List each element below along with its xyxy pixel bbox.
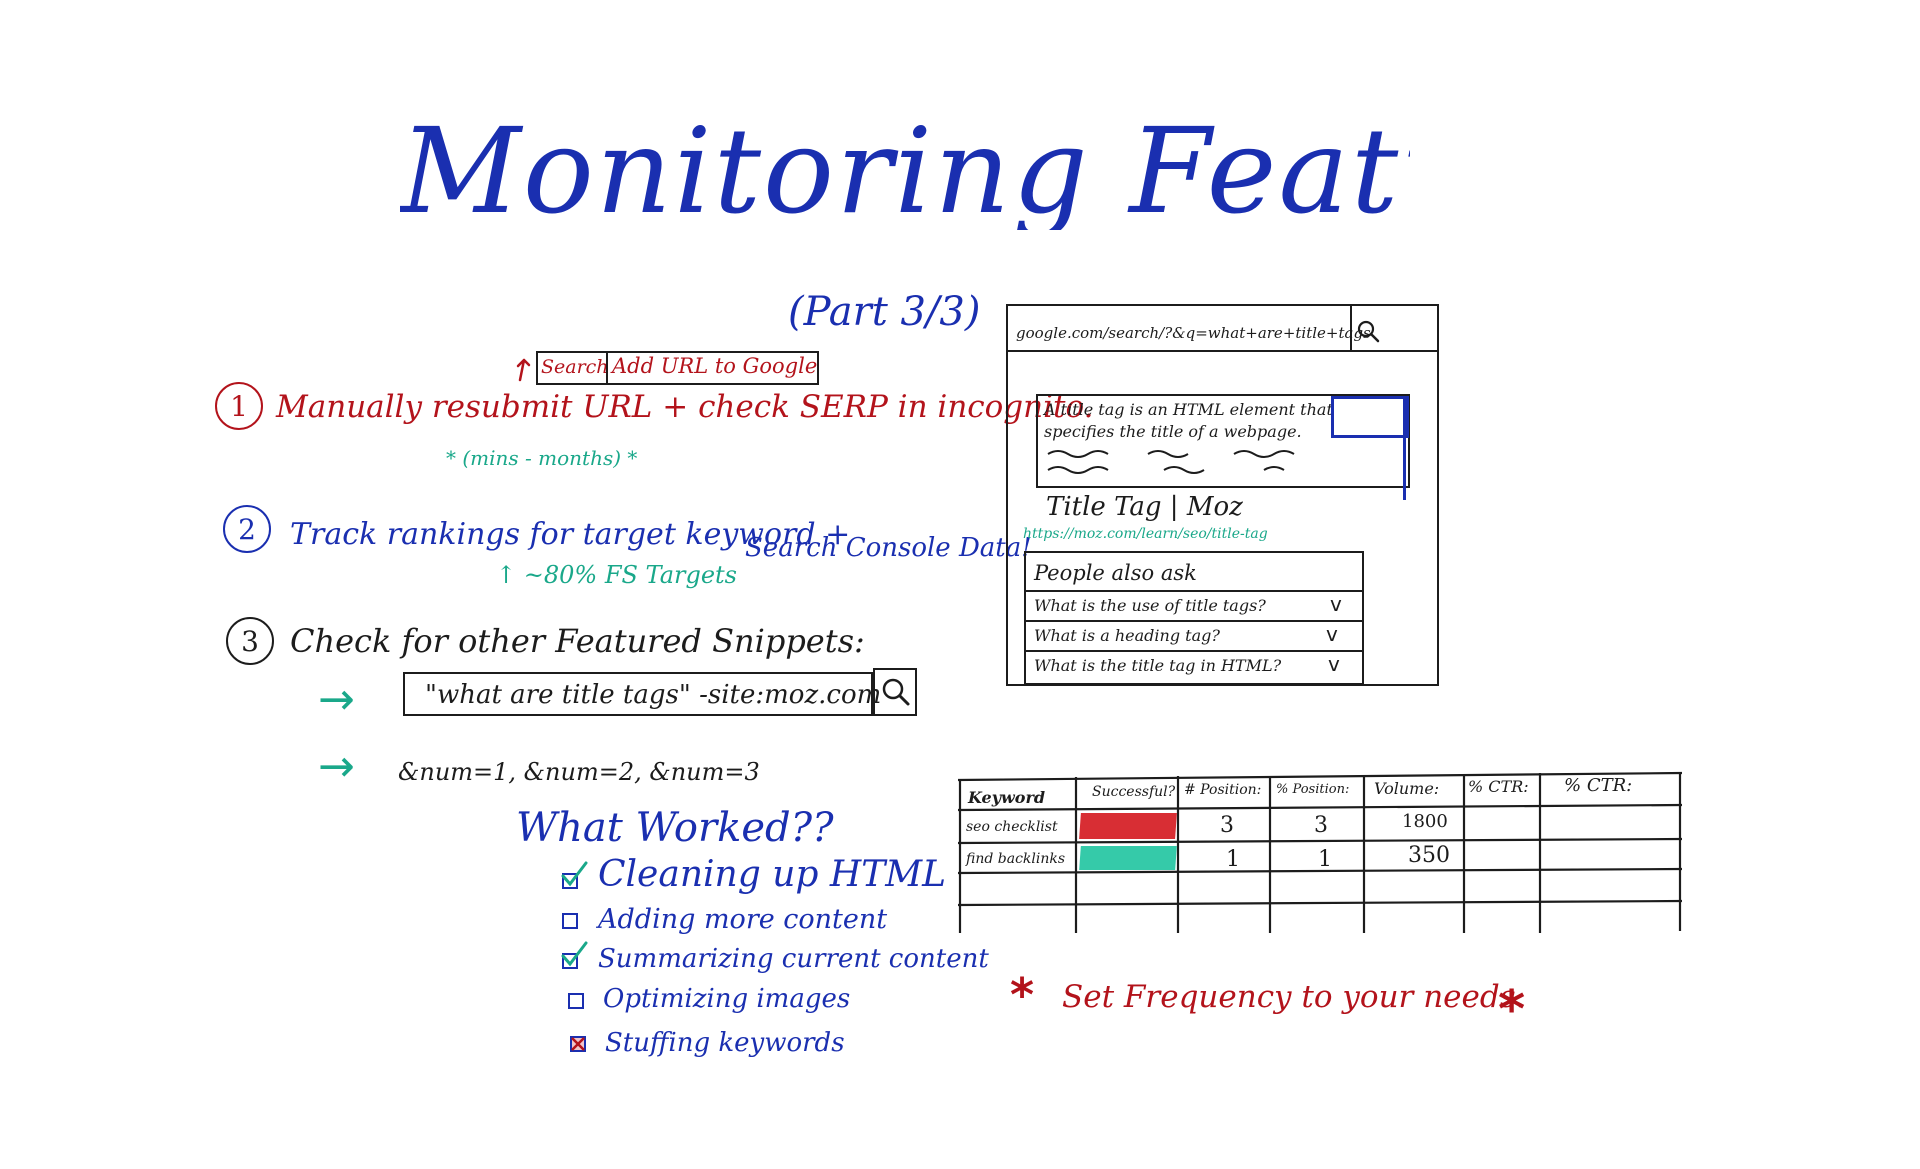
table-row-1-keyword: seo checklist [966,819,1058,835]
paa-divider-2 [1024,620,1364,622]
step-3-arrow-2: → [318,741,355,792]
footer-note-text: Set Frequency to your needs. [1062,979,1526,1015]
table-header-ctr-1: % CTR: [1468,777,1529,796]
footer-star-left: * [1010,968,1035,1022]
paa-item-3[interactable]: What is the title tag in HTML? [1034,656,1282,675]
gsc-tab-divider [606,351,608,385]
serp-result-title[interactable]: Title Tag | Moz [1046,492,1243,522]
step-2-number: 2 [223,505,271,553]
snippet-image-placeholder [1331,396,1409,438]
checkbox-summarizing [562,953,578,969]
table-row-1-volume: 1800 [1402,811,1448,832]
step-1-number: 1 [215,382,263,430]
board-title: Monitoring Featured Snippets [400,112,1410,230]
cross-mark-icon [571,1037,585,1051]
table-row-2-position-1: 1 [1226,847,1240,872]
board-subtitle: (Part 3/3) [788,289,981,335]
table-row-2-keyword: find backlinks [966,851,1066,867]
search-query-box[interactable] [403,672,873,716]
step-2-text: Track rankings for target keyword + [290,517,851,552]
chevron-down-icon[interactable]: v [1328,652,1340,676]
paa-divider-3 [1024,650,1364,652]
what-worked-item-4: Optimizing images [603,984,851,1014]
gsc-tab-box [536,351,819,385]
step-3-number-text: 3 [241,624,259,658]
paa-divider-1 [1024,590,1364,592]
what-worked-item-5: Stuffing keywords [605,1028,845,1058]
check-mark-icon [561,861,588,887]
table-grid-lines [958,771,1682,933]
footer-star-right: * [1498,980,1526,1040]
table-header-successful: Successful? [1092,784,1176,800]
serp-result-url[interactable]: https://moz.com/learn/seo/title-tag [1023,526,1268,542]
table-header-ctr-2: % CTR: [1564,775,1633,796]
what-worked-item-1: Cleaning up HTML [598,854,947,895]
chevron-down-icon[interactable]: v [1330,592,1342,616]
chevron-down-icon[interactable]: v [1326,622,1338,646]
search-button[interactable] [873,668,917,716]
gsc-pointer-arrow-icon [516,358,531,382]
table-row-1-position-1: 3 [1220,813,1234,838]
step-3-params: &num=1, &num=2, &num=3 [398,758,760,786]
gsc-tab-search: Search [541,356,609,378]
step-3-arrow-1: → [318,674,355,725]
step-2-number-text: 2 [238,512,256,546]
paa-heading: People also ask [1034,561,1197,585]
what-worked-heading: What Worked?? [516,805,834,851]
step-1-note: * (mins - months) * [446,446,638,470]
step-2-text-extra: Search Console Data! [745,533,1032,563]
step-2-note: ↑ ~80% FS Targets [496,561,737,589]
serp-url-divider [1008,350,1437,352]
table-row-1-status [1079,813,1177,839]
table-row-1-position-2: 3 [1314,813,1328,838]
step-3-number: 3 [226,617,274,665]
paa-item-2[interactable]: What is a heading tag? [1034,626,1220,645]
table-header-position-1: # Position: [1184,782,1262,798]
snippet-line-2: specifies the title of a webpage. [1044,422,1302,441]
table-header-volume: Volume: [1374,779,1440,798]
paa-box [1024,551,1364,685]
step-1-text: Manually resubmit URL + check SERP in in… [276,389,1094,425]
check-mark-icon [561,941,588,967]
table-row-2-position-2: 1 [1318,847,1332,872]
table-header-position-2: % Position: [1276,782,1350,797]
table-header-keyword: Keyword [968,788,1046,807]
search-query-text: "what are title tags" -site:moz.com [425,680,882,710]
snippet-image-border-line [1403,396,1406,500]
search-magnifier-icon [882,678,910,706]
table-row-2-status [1079,846,1177,870]
serp-window [1006,304,1439,686]
snippet-squiggle-lines [1047,450,1295,474]
step-1-number-text: 1 [230,389,248,423]
serp-search-divider [1350,306,1352,350]
paa-item-1[interactable]: What is the use of title tags? [1034,596,1266,615]
serp-search-icon[interactable] [1355,318,1381,344]
snippet-line-1: A title tag is an HTML element that [1044,400,1333,419]
serp-url-text: google.com/search/?&q=what+are+title+tag… [1016,324,1371,342]
checkbox-optimizing-images [568,993,584,1009]
gsc-tab-add-url: Add URL to Google [612,354,818,378]
featured-snippet-box [1036,394,1410,488]
what-worked-item-3: Summarizing current content [598,944,989,974]
tracking-table: Keyword Successful? # Position: % Positi… [958,755,1682,933]
table-row-2-volume: 350 [1408,843,1450,868]
what-worked-item-2: Adding more content [598,904,888,935]
step-3-text: Check for other Featured Snippets: [290,622,865,660]
checkbox-adding-content [562,913,578,929]
checkbox-cleaning-html [562,873,578,889]
